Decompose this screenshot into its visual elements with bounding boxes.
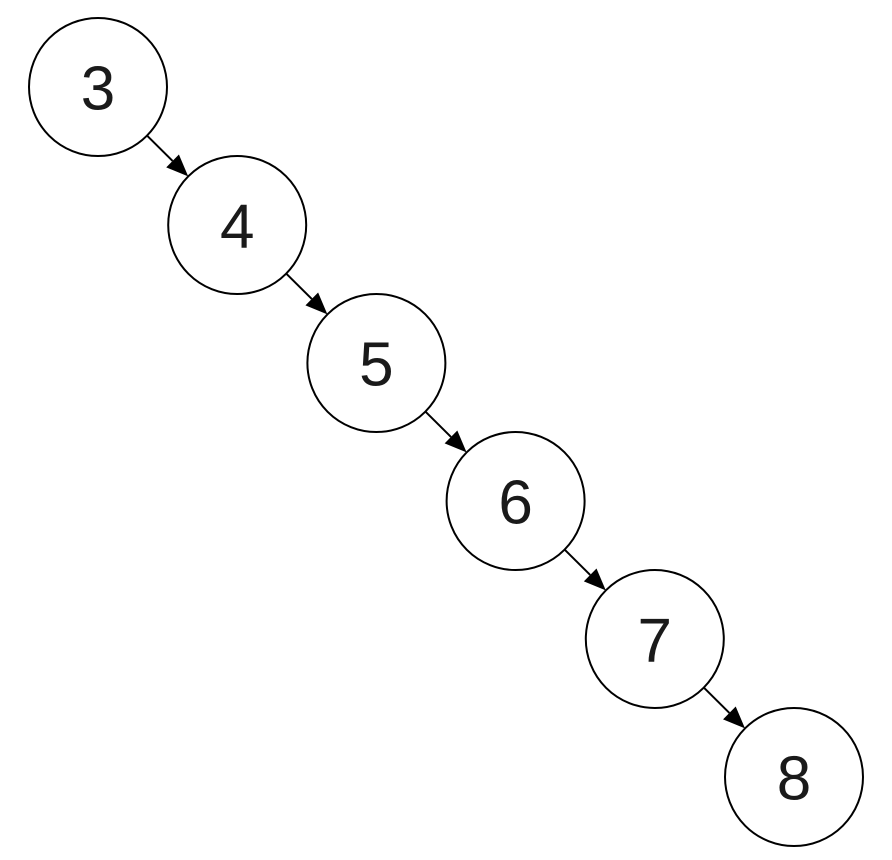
edge-line: [563, 548, 591, 576]
arrowhead: [166, 154, 189, 177]
arrowhead: [444, 430, 467, 453]
node-circle: [584, 569, 725, 709]
node-circle: [724, 707, 864, 847]
node-label: 4: [220, 193, 254, 262]
edge-line: [424, 410, 452, 438]
node-circle: [28, 17, 168, 157]
node-circle: [445, 431, 586, 571]
tree-node-5: 5: [306, 293, 447, 433]
edge-n4-n5: [285, 272, 328, 315]
arrowhead: [583, 568, 606, 591]
edge-n5-n6: [424, 410, 467, 453]
node-label: 6: [498, 469, 532, 538]
edge-line: [146, 134, 174, 162]
edge-n3-n4: [146, 134, 189, 177]
edge-n6-n7: [563, 548, 606, 591]
node-label: 8: [777, 745, 811, 814]
tree-node-7: 7: [584, 569, 725, 709]
tree-node-4: 4: [167, 155, 308, 295]
nodes-layer: 3 4 5 6 7 8: [28, 17, 864, 847]
edges-layer: [146, 134, 745, 729]
tree-node-3: 3: [28, 17, 168, 157]
node-circle: [306, 293, 447, 433]
arrowhead: [723, 706, 745, 729]
node-label: 3: [81, 55, 115, 124]
edge-line: [285, 272, 313, 300]
edge-n7-n8: [703, 686, 745, 729]
edge-line: [703, 686, 731, 714]
node-label: 7: [638, 607, 672, 676]
node-label: 5: [359, 331, 393, 400]
node-circle: [167, 155, 308, 295]
tree-node-8: 8: [724, 707, 864, 847]
arrowhead: [305, 292, 328, 315]
tree-node-6: 6: [445, 431, 586, 571]
